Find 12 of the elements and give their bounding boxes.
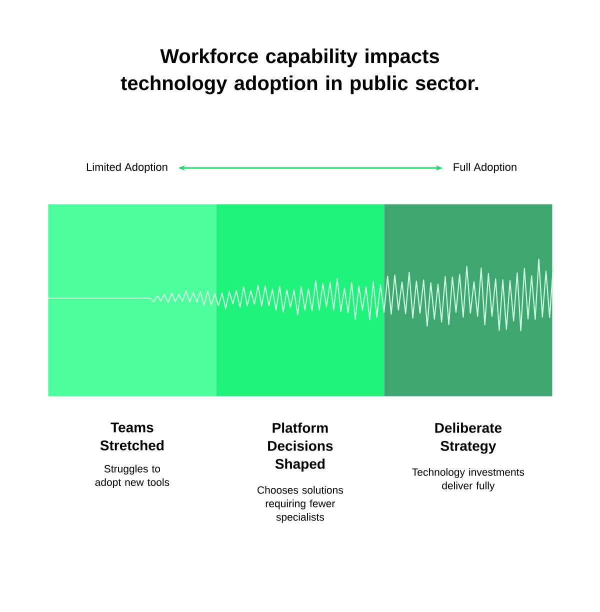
stage-description: Struggles to adopt new tools xyxy=(95,464,170,488)
title: Workforce capability impacts technology adoption in public sector. xyxy=(120,48,478,94)
scale-label: Limited Adoption xyxy=(86,162,168,174)
stage-band: Platform Decisions Shaped xyxy=(216,204,384,472)
stage-band: Deliberate Strategy xyxy=(384,204,552,454)
scale-label: Full Adoption xyxy=(454,162,516,174)
node-label: Teams Stretched xyxy=(100,422,164,450)
node-label: Platform Decisions Shaped xyxy=(268,422,333,472)
stage-description: Chooses solutions requiring fewer specialists xyxy=(258,486,343,523)
stage-band: Teams Stretched xyxy=(48,204,216,450)
stage-description: Technology investments deliver fully xyxy=(412,468,524,492)
node-label: Deliberate Strategy xyxy=(435,422,502,454)
